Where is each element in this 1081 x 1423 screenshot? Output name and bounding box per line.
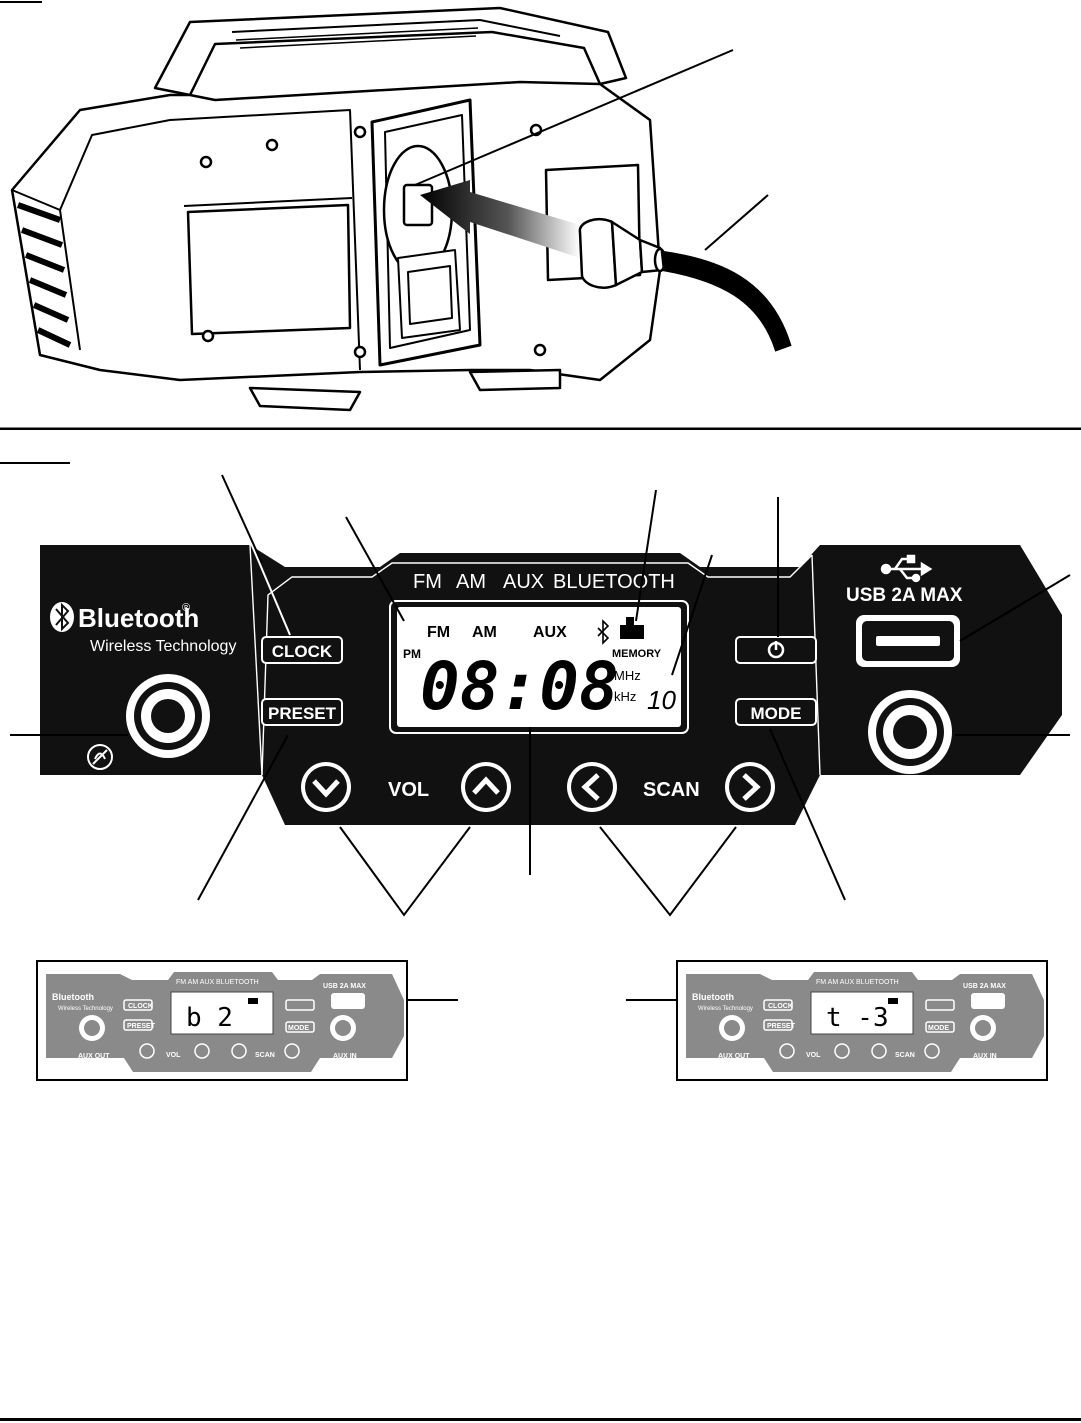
usb-icon — [880, 554, 933, 583]
scan-forward-button[interactable] — [725, 762, 775, 812]
mini-leader-lines — [408, 999, 676, 1001]
control-panel-diagram: FM AM AUX BLUETOOTH Bluetooth ® Wireless… — [0, 462, 1071, 917]
radio-body — [10, 6, 662, 412]
lcd-fm: FM — [427, 624, 450, 641]
mode-label-fm: FM — [413, 571, 442, 593]
bluetooth-tagline: Wireless Technology — [90, 638, 236, 655]
mini-panel-right: FM AM AUX BLUETOOTH Bluetooth Wireless T… — [676, 960, 1048, 1081]
mini-right-mode: MODE — [928, 1025, 949, 1032]
bluetooth-registered: ® — [182, 602, 190, 614]
mini-left-vol: VOL — [166, 1052, 181, 1059]
chevron-left-icon — [581, 773, 600, 801]
mini-left-mode: MODE — [288, 1025, 309, 1032]
lcd-am: AM — [472, 624, 497, 641]
mini-right-vol: VOL — [806, 1052, 821, 1059]
preset-button-label: PRESET — [268, 704, 337, 723]
mini-left-lcd: b 2 — [186, 1003, 233, 1033]
mini-left-aux-in: AUX IN — [333, 1053, 357, 1060]
no-headphones-icon — [87, 744, 113, 770]
mini-panel-left: FM AM AUX BLUETOOTH Bluetooth Wireless T… — [36, 960, 408, 1081]
lcd-mhz: MHz — [614, 668, 641, 683]
mini-left-clock: CLOCK — [128, 1003, 153, 1010]
insert-arrow — [420, 180, 580, 258]
scan-back-button[interactable] — [567, 762, 617, 812]
mini-left-usb: USB 2A MAX — [323, 983, 366, 990]
mode-label-am: AM — [456, 571, 486, 593]
lcd-memory: MEMORY — [612, 648, 662, 660]
bluetooth-brand: Bluetooth ® Wireless Technology — [50, 602, 236, 655]
mini-right-aux-out: AUX OUT — [718, 1053, 750, 1060]
lcd-display: FM AM AUX PM 08:08 MEMORY MHz kHz 10 — [389, 600, 689, 734]
mini-right-scan: SCAN — [895, 1052, 915, 1059]
mode-labels: FM AM AUX BLUETOOTH — [413, 571, 675, 593]
aux-in-jack[interactable] — [868, 690, 952, 774]
mini-right-usb: USB 2A MAX — [963, 983, 1006, 990]
mini-right-lcd: t -3 — [826, 1003, 889, 1033]
scan-label: SCAN — [643, 779, 700, 801]
usb-port[interactable] — [856, 615, 960, 667]
volume-up-button[interactable] — [461, 762, 511, 812]
bluetooth-icon — [50, 602, 74, 632]
lcd-pm: PM — [403, 647, 421, 661]
chevron-right-icon — [742, 773, 761, 801]
volume-down-button[interactable] — [301, 762, 351, 812]
power-button[interactable] — [735, 636, 817, 664]
usb-label: USB 2A MAX — [846, 585, 963, 606]
preset-button[interactable]: PRESET — [261, 698, 343, 726]
chevron-down-icon — [312, 779, 340, 798]
lcd-bluetooth-icon — [597, 619, 610, 645]
mode-button-label: MODE — [751, 704, 802, 723]
mini-left-brand: Bluetooth — [52, 992, 94, 1002]
mini-right-brand: Bluetooth — [692, 992, 734, 1002]
mini-left-scan: SCAN — [255, 1052, 275, 1059]
chevron-up-icon — [472, 776, 500, 795]
lcd-khz: kHz — [614, 689, 636, 704]
clock-button-label: CLOCK — [272, 642, 333, 661]
mini-right-mode-labels: FM AM AUX BLUETOOTH — [816, 979, 899, 986]
mini-left-mode-labels: FM AM AUX BLUETOOTH — [176, 979, 259, 986]
lcd-time: 08:08 — [420, 648, 619, 725]
mode-label-bluetooth: BLUETOOTH — [553, 571, 675, 593]
radio-charger-illustration — [0, 1, 1081, 430]
mini-right-aux-in: AUX IN — [973, 1053, 997, 1060]
power-icon — [767, 641, 785, 659]
clock-button[interactable]: CLOCK — [261, 636, 343, 664]
memory-icon — [620, 617, 644, 639]
dc-plug — [578, 217, 792, 352]
mini-right-preset: PRESET — [767, 1023, 796, 1030]
bottom-rule — [0, 1418, 1081, 1421]
aux-in-label: AUX IN — [872, 776, 943, 799]
mode-label-aux: AUX — [503, 571, 544, 593]
vol-label: VOL — [388, 779, 429, 801]
lcd-preset-number: 10 — [647, 685, 676, 715]
bluetooth-wordmark: Bluetooth — [78, 603, 199, 633]
aux-out-jack[interactable] — [126, 674, 210, 758]
mini-right-tagline: Wireless Technology — [698, 1006, 753, 1012]
mode-button[interactable]: MODE — [735, 698, 817, 726]
aux-out-label: AUX OUT — [122, 776, 217, 799]
mini-right-clock: CLOCK — [768, 1003, 793, 1010]
mini-left-aux-out: AUX OUT — [78, 1053, 110, 1060]
lcd-aux: AUX — [533, 624, 567, 641]
top-leader-lines — [414, 49, 769, 251]
mini-left-preset: PRESET — [127, 1023, 156, 1030]
callout-leader-lines — [10, 474, 1071, 917]
mini-left-tagline: Wireless Technology — [58, 1006, 113, 1012]
